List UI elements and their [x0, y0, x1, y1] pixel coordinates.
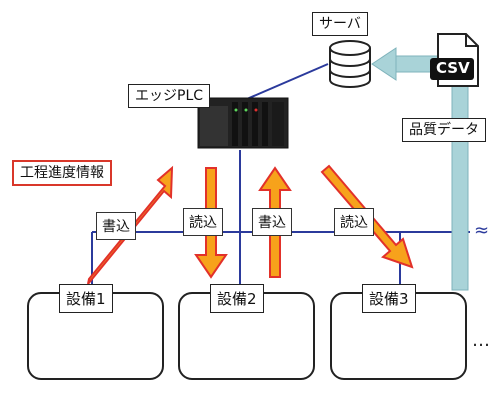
plc-label: エッジPLC: [128, 84, 211, 108]
quality-data-label: 品質データ: [402, 118, 486, 142]
equipment-label-3: 設備3: [362, 284, 416, 313]
pipe-vertical: [451, 71, 469, 291]
step-read-1: 読込: [183, 208, 223, 236]
arrow-write-1: [87, 165, 174, 285]
server-label: サーバ: [312, 12, 368, 36]
equipment-label-2: 設備2: [210, 284, 264, 313]
step-write-1: 書込: [96, 212, 136, 240]
pipe-arrowhead: [371, 47, 397, 81]
server-icon: [329, 40, 371, 88]
progress-info-label: 工程進度情報: [12, 160, 112, 186]
more-equipment-ellipsis: …: [472, 330, 490, 351]
step-read-2: 読込: [334, 208, 374, 236]
step-write-2: 書込: [252, 208, 292, 236]
csv-file-icon: [430, 33, 479, 87]
equipment-label-1: 設備1: [59, 284, 113, 313]
bus-continuation-mark: ≈: [474, 220, 490, 241]
csv-label: CSV: [436, 59, 470, 77]
plc-device-icon: [197, 97, 289, 149]
